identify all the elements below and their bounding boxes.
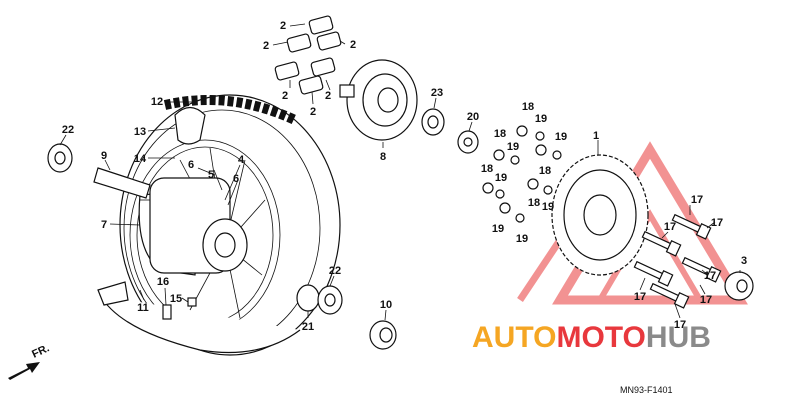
- callout-22: 22: [329, 265, 341, 277]
- callout-16: 16: [157, 276, 169, 288]
- callout-2: 2: [282, 90, 288, 102]
- callout-19: 19: [492, 223, 504, 235]
- watermark-auto: AUTO: [472, 321, 556, 354]
- damper-rubbers: [274, 15, 342, 95]
- sprocket-nuts-washers: [482, 125, 562, 223]
- oil-seal-21: [296, 284, 320, 312]
- callout-6: 6: [188, 159, 194, 171]
- callout-5: 5: [208, 169, 214, 181]
- brake-drum-hub: [138, 177, 248, 276]
- final-driven-sprocket: [551, 154, 649, 276]
- tube-valve: [174, 106, 206, 145]
- direction-label: FR.: [30, 342, 51, 360]
- axle: [93, 167, 151, 199]
- callout-18: 18: [481, 163, 493, 175]
- watermark-hub: HUB: [646, 321, 711, 354]
- rim-strip: [97, 281, 301, 354]
- callout-18: 18: [494, 128, 506, 140]
- watermark-text: AUTOMOTOHUB: [472, 321, 711, 354]
- callout-8: 8: [380, 151, 386, 163]
- callout-11: 11: [137, 302, 149, 314]
- collar-3: [724, 271, 754, 301]
- driven-flange: [339, 59, 418, 141]
- sprocket-bolts: [633, 213, 722, 309]
- callout-18: 18: [522, 101, 534, 113]
- collar-20: [457, 130, 479, 154]
- nut-15: [187, 297, 197, 307]
- callout-3: 3: [741, 255, 747, 267]
- callout-2: 2: [263, 40, 269, 52]
- callout-7: 7: [101, 219, 107, 231]
- callout-15: 15: [170, 293, 182, 305]
- callout-2: 2: [280, 20, 286, 32]
- callout-2: 2: [350, 39, 356, 51]
- callout-2: 2: [325, 90, 331, 102]
- svg-text:AUTOMOTOHUB: AUTOMOTOHUB: [472, 321, 711, 354]
- watermark-moto: MOTO: [556, 321, 645, 354]
- callout-1: 1: [593, 130, 599, 142]
- callout-19: 19: [495, 172, 507, 184]
- callout-17: 17: [664, 221, 676, 233]
- callout-13: 13: [134, 126, 146, 138]
- callout-17: 17: [704, 270, 716, 282]
- bearing-23: [421, 108, 445, 136]
- callout-18: 18: [528, 197, 540, 209]
- callout-20: 20: [467, 111, 479, 123]
- callout-17: 17: [691, 194, 703, 206]
- callout-19: 19: [542, 201, 554, 213]
- callout-19: 19: [507, 141, 519, 153]
- side-collar-10: [369, 320, 397, 350]
- front-direction-arrow: FR.: [8, 342, 51, 380]
- callout-21: 21: [302, 321, 314, 333]
- valve-cap-16: [162, 304, 172, 320]
- callout-10: 10: [380, 299, 392, 311]
- callout-17: 17: [700, 294, 712, 306]
- bearing-22-left: [47, 143, 73, 173]
- callout-22: 22: [62, 124, 74, 136]
- callout-19: 19: [535, 113, 547, 125]
- callout-19: 19: [516, 233, 528, 245]
- callout-18: 18: [539, 165, 551, 177]
- callout-23: 23: [431, 87, 443, 99]
- leader-lines: [59, 23, 741, 321]
- callout-17: 17: [674, 319, 686, 331]
- callout-9: 9: [101, 150, 107, 162]
- callout-17: 17: [634, 291, 646, 303]
- callout-14: 14: [134, 153, 147, 165]
- callout-17: 17: [711, 217, 723, 229]
- callout-6: 6: [233, 173, 239, 185]
- callout-19: 19: [555, 131, 567, 143]
- figure-code: MN93-F1401: [620, 385, 673, 395]
- callout-12: 12: [151, 96, 163, 108]
- callout-2: 2: [310, 106, 316, 118]
- bearing-22-right: [317, 285, 343, 315]
- callouts: 1 2 2 2 2 2 2 3 4 5 6 6 7 8 9 10 11 12 1…: [62, 20, 747, 333]
- callout-4: 4: [238, 154, 245, 166]
